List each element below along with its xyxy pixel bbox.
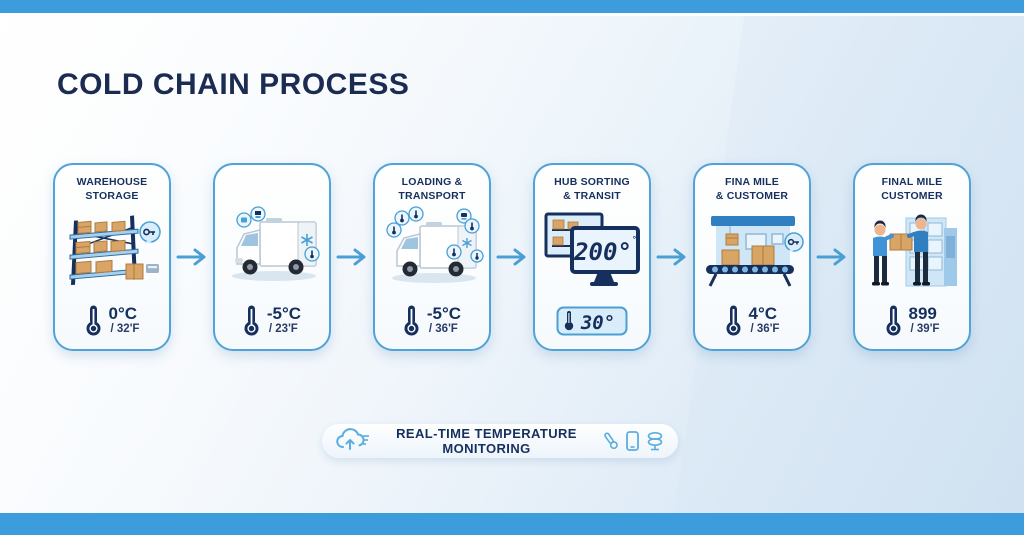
temp-celsius: -5°C — [426, 304, 462, 324]
flow-arrow — [331, 163, 373, 351]
keypad-icon — [146, 264, 159, 273]
refrigerated-van-icon — [232, 206, 320, 281]
thermometer-icon — [726, 305, 741, 336]
sensor-badge-icons — [236, 206, 320, 262]
thermometer-badge-icons — [386, 206, 484, 263]
svg-text:°: ° — [632, 235, 637, 244]
top-accent-bar — [0, 0, 1024, 16]
right-arrow-icon — [336, 248, 366, 266]
cloud-upload-icon — [336, 428, 369, 450]
banner-device-icons — [602, 430, 665, 452]
right-arrow-icon — [816, 248, 846, 266]
thermometer-icon — [86, 305, 101, 336]
monitoring-screens-illustration: 200° ° — [540, 206, 644, 296]
warehouse-shelf-icon — [69, 215, 161, 285]
bottom-accent-bar — [0, 513, 1024, 535]
page-title: COLD CHAIN PROCESS — [57, 68, 410, 101]
refrigerated-van-sensors-icon — [386, 206, 484, 283]
flow-arrow — [651, 163, 693, 351]
loading-transport-illustration — [380, 206, 484, 296]
temperature-readout: 4°C / 36'F — [725, 304, 780, 336]
temp-celsius: -5°C — [266, 304, 302, 324]
refrigerated-van-illustration — [220, 206, 324, 296]
thermometer-icon — [564, 311, 574, 331]
stage-card-fina-mile-customer: FINA MILE& CUSTOMER — [693, 163, 811, 351]
temp-fahrenheit: / 36'F — [750, 322, 780, 335]
thermometer-icon — [404, 305, 419, 336]
customer-handoff-illustration — [860, 206, 964, 296]
monitoring-banner: REAL-TIME TEMPERATURE MONITORING — [322, 424, 678, 458]
stage-title: HUB SORTING& TRANSIT — [554, 176, 630, 202]
monitor-temp-reading: 200° — [573, 238, 632, 266]
temp-celsius: 4°C — [748, 304, 778, 324]
snowflake-decal-icon — [462, 238, 472, 248]
customer-handoff-icon — [872, 214, 957, 287]
key-badge-icon — [784, 232, 804, 252]
conveyor-facility-illustration — [700, 206, 804, 296]
temp-fahrenheit: / 39'F — [910, 322, 940, 335]
temperature-readout: -5°C / 23'F — [243, 304, 301, 336]
wireless-signal-icon — [647, 431, 663, 451]
monitoring-screens-icon: 200° ° — [544, 212, 640, 286]
key-badge-icon — [139, 221, 161, 244]
conveyor-facility-icon — [706, 216, 804, 287]
temp-fahrenheit: / 36'F — [428, 322, 458, 335]
smartphone-icon — [626, 431, 639, 451]
banner-label: REAL-TIME TEMPERATURE MONITORING — [396, 426, 577, 456]
right-arrow-icon — [176, 248, 206, 266]
stage-card-loading-transport: LOADING &TRANSPORT — [373, 163, 491, 351]
right-arrow-icon — [656, 248, 686, 266]
handheld-sensor-icon — [604, 432, 618, 450]
temperature-readout: 899 / 39'F — [885, 304, 940, 336]
temperature-readout: 0°C / 32'F — [85, 304, 140, 336]
stage-title: FINA MILE& CUSTOMER — [715, 176, 789, 202]
temp-celsius: 0°C — [108, 304, 138, 324]
stage-title: LOADING &TRANSPORT — [398, 176, 466, 202]
digital-temperature-display: 30° — [556, 306, 628, 336]
thermometer-icon — [886, 305, 901, 336]
right-arrow-icon — [496, 248, 526, 266]
stage-card-refrigerated-van: -5°C / 23'F — [213, 163, 331, 351]
temperature-readout: -5°C / 36'F — [403, 304, 461, 336]
thermometer-icon — [244, 305, 259, 336]
temp-celsius: 899 — [908, 304, 937, 324]
flow-arrow — [171, 163, 213, 351]
digital-display-icon: 30° — [556, 306, 628, 336]
warehouse-shelf-illustration — [60, 206, 164, 296]
flow-arrow — [491, 163, 533, 351]
stage-card-hub-sorting-transit: HUB SORTING& TRANSIT 200° ° — [533, 163, 651, 351]
temp-fahrenheit: / 32'F — [110, 322, 140, 335]
temp-fahrenheit: / 23'F — [268, 322, 298, 335]
flow-arrow — [811, 163, 853, 351]
snowflake-decal-icon — [301, 234, 313, 246]
display-temp-reading: 30° — [580, 312, 615, 334]
